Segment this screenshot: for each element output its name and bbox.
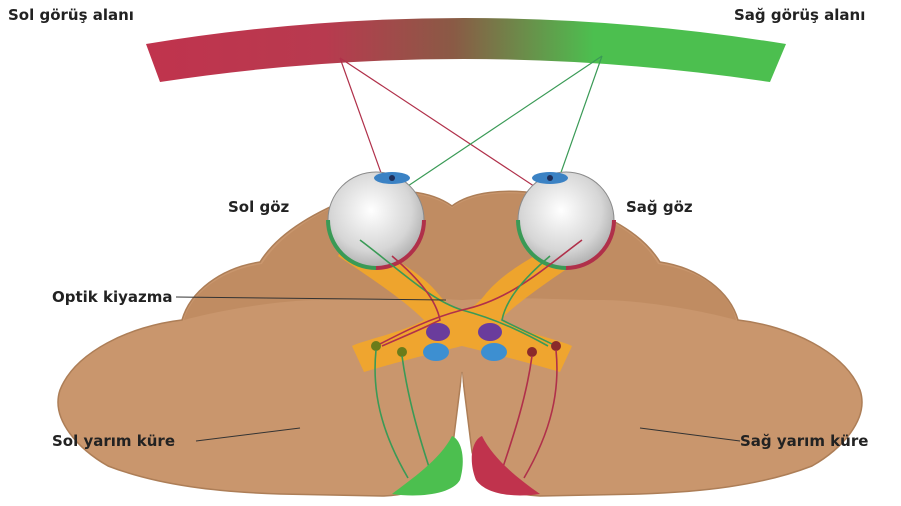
right-eye-label: Sağ göz	[626, 198, 693, 216]
right-hemisphere-label: Sağ yarım küre	[740, 432, 868, 450]
right-visual-field-label: Sağ görüş alanı	[734, 6, 865, 24]
left-hemisphere-label: Sol yarım küre	[52, 432, 175, 450]
left-visual-field-label: Sol görüş alanı	[8, 6, 134, 24]
visual-field-arc	[146, 18, 786, 82]
left-eye	[328, 172, 424, 268]
right-eye	[518, 172, 614, 268]
left-eye-label: Sol göz	[228, 198, 289, 216]
optic-chiasm-label: Optik kiyazma	[52, 288, 173, 306]
